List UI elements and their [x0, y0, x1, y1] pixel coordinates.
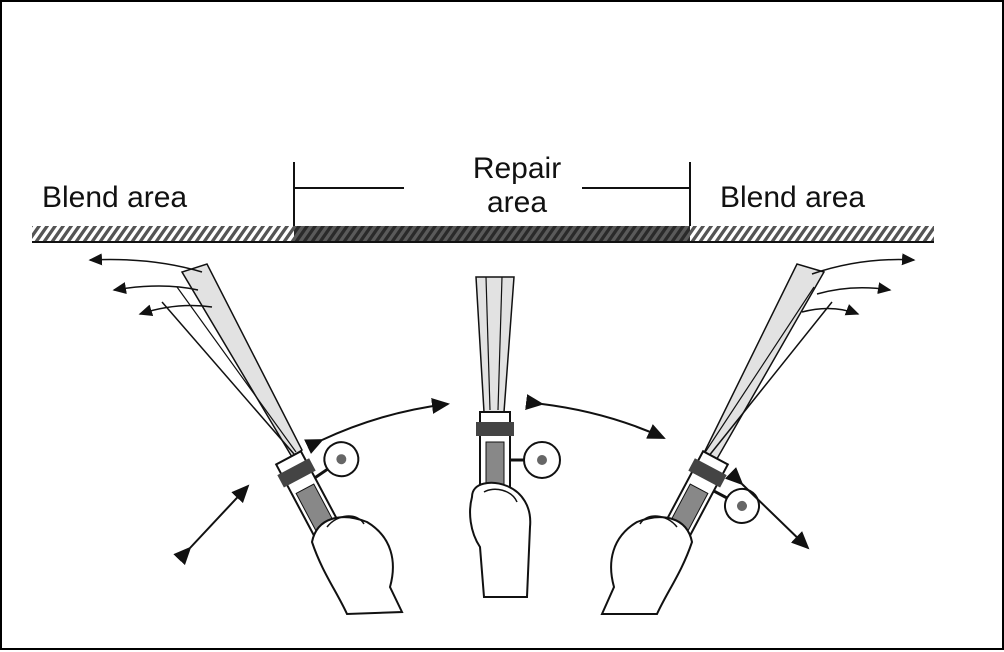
spray-gun-center	[469, 276, 561, 598]
repair-surface	[294, 226, 690, 242]
repair-area-label: Repair area	[422, 152, 612, 220]
repair-area-label-line2: area	[486, 186, 548, 219]
blend-area-right-label: Blend area	[720, 181, 866, 214]
spray-gun-right	[600, 253, 916, 615]
motion-arrow-icon	[173, 484, 250, 566]
motion-arrow-icon	[304, 397, 450, 455]
spray-fan-icon	[475, 276, 515, 413]
surface	[32, 226, 934, 243]
blend-area-left-label: Blend area	[42, 181, 188, 214]
spray-gun-left	[88, 253, 404, 616]
repair-area-label-line1: Repair	[472, 152, 562, 185]
hand-icon	[600, 516, 694, 615]
motion-arrow-icon	[724, 467, 810, 550]
motion-arrow-icon	[525, 394, 666, 439]
repair-dimension	[293, 162, 691, 226]
spray-fan-icon	[180, 263, 303, 459]
motion-arrows	[173, 394, 810, 566]
blend-surface-right	[690, 226, 934, 242]
hand-icon	[469, 481, 532, 598]
blend-surface-left	[32, 226, 294, 242]
hand-icon	[310, 516, 404, 616]
